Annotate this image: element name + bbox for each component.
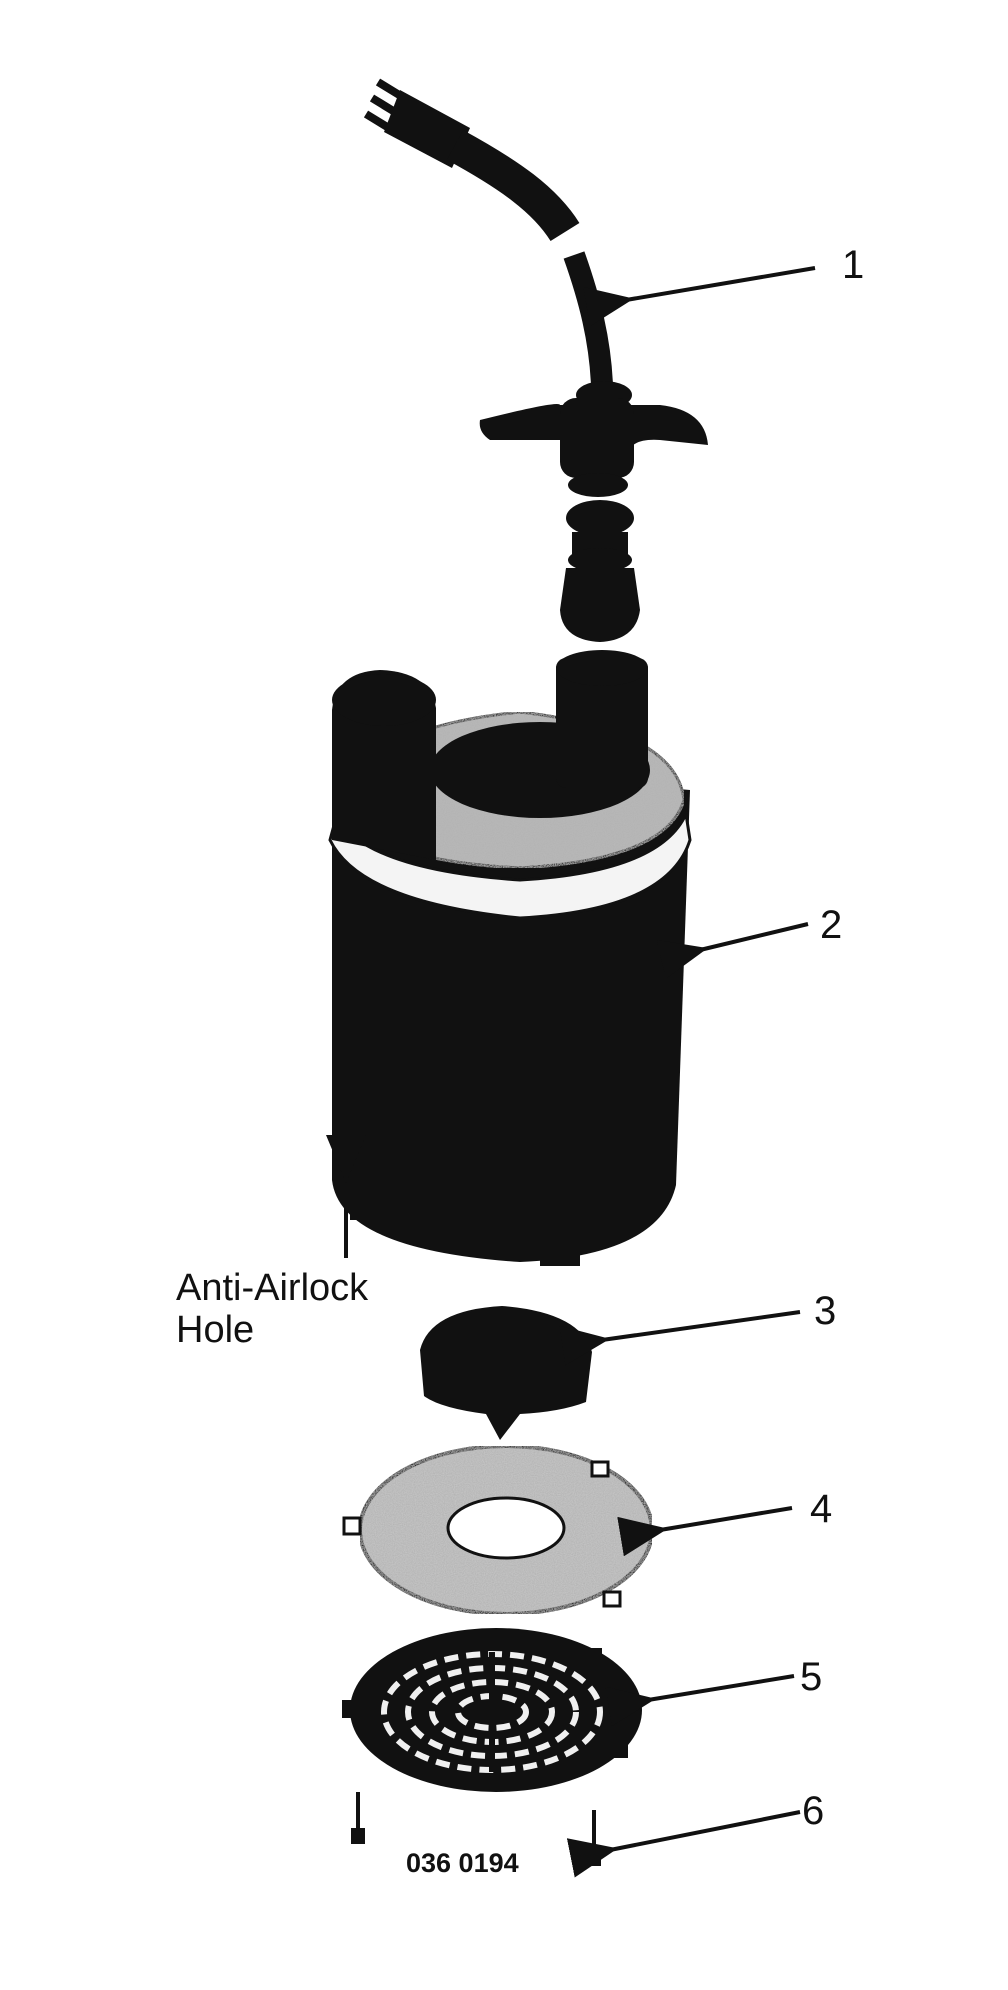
cord-lower — [563, 251, 613, 386]
plug-body — [384, 90, 470, 168]
impeller-body — [420, 1306, 592, 1440]
arrow-to-part-1 — [583, 266, 816, 327]
drawing-number: 036 0194 — [406, 1848, 519, 1878]
callout-6: 6 — [802, 1789, 824, 1833]
seal-plate — [342, 1444, 654, 1616]
fitting-washer-1 — [568, 473, 628, 497]
arrow-to-part-3 — [559, 1310, 801, 1366]
anti-airlock-label-line1: Anti-Airlock — [176, 1267, 369, 1309]
pump-housing — [328, 650, 692, 1266]
anti-airlock-label-line2: Hole — [176, 1309, 254, 1351]
housing-outlet-stub — [556, 658, 648, 788]
housing-rim-band — [328, 808, 692, 920]
arrow-to-part-2 — [656, 922, 809, 979]
leader-arrows — [326, 266, 816, 1878]
power-cord-assembly — [363, 78, 708, 642]
arrow-to-part-5 — [605, 1674, 795, 1727]
arrow-to-part-4 — [617, 1506, 793, 1557]
cord-upper — [446, 130, 580, 242]
fitting-washer-2 — [566, 500, 634, 536]
callout-2: 2 — [820, 903, 842, 947]
callout-3: 3 — [814, 1289, 836, 1333]
intake-screen — [342, 1628, 642, 1792]
fitting-nozzle — [560, 568, 640, 642]
callout-5: 5 — [800, 1655, 822, 1699]
impeller — [420, 1306, 592, 1440]
callout-4: 4 — [810, 1487, 832, 1531]
arrow-to-part-6 — [566, 1810, 801, 1878]
callout-1: 1 — [842, 243, 864, 287]
